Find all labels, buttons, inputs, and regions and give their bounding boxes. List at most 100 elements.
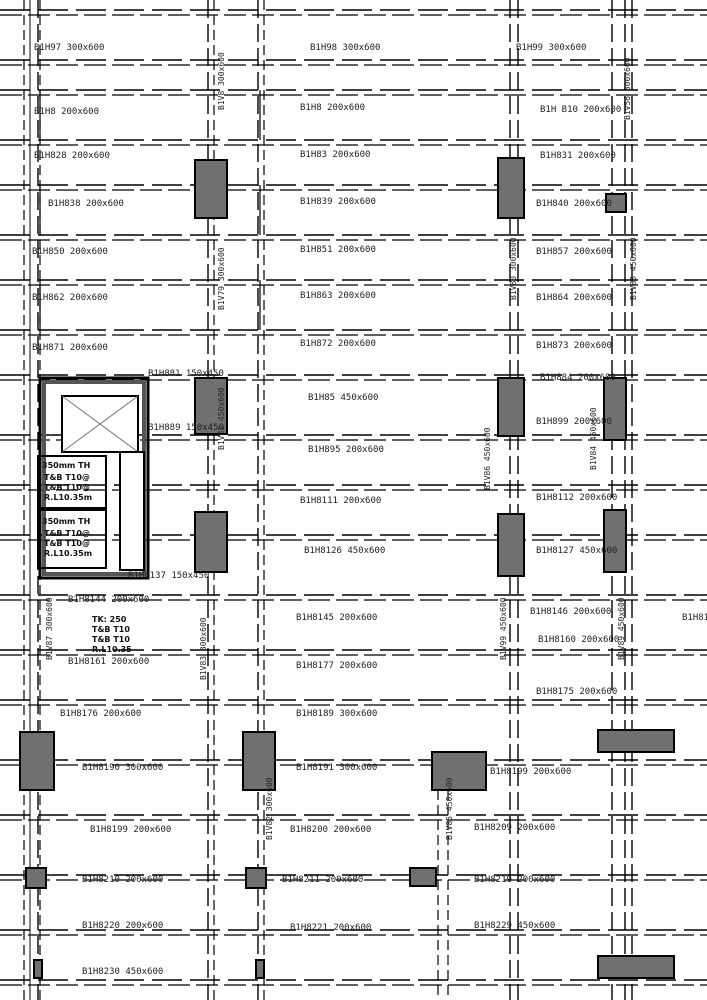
beam-label: B1H85 450x600 (308, 393, 378, 403)
beam-label: B1H851 200x600 (300, 245, 376, 255)
beam-label: B1H831 200x600 (540, 151, 616, 161)
vertical-beam-label: B1V99 450x600 (499, 597, 508, 660)
beam-label: B1H8127 450x600 (536, 546, 617, 556)
beam-label: B1H8190 300x600 (82, 763, 163, 773)
beam-label: B1H863 200x600 (300, 291, 376, 301)
beam-label: B1H8189 300x600 (296, 709, 377, 719)
slab-note: TK: 250 (92, 615, 127, 624)
beam-label: B1H8220 200x600 (82, 921, 163, 931)
beam-label: B1H8199 200x600 (90, 825, 171, 835)
column (597, 729, 675, 753)
beam-label: B1H8146 200x600 (530, 607, 611, 617)
beam-label: B1H873 200x600 (536, 341, 612, 351)
beam-label: B1H872 200x600 (300, 339, 376, 349)
beam-label: B1H8230 450x600 (82, 967, 163, 977)
column (245, 867, 267, 889)
vertical-beam-label: B1V86 450x600 (483, 427, 492, 490)
stair-note: T&B T10@ (44, 483, 90, 492)
beam-label: B1H884 200x600 (540, 373, 616, 383)
beam-label: B1H8229 450x600 (474, 921, 555, 931)
vertical-beam-label: B1V87 300x600 (45, 597, 54, 660)
beam-label: B1H895 200x600 (308, 445, 384, 455)
vertical-beam-label: B1V81 450x600 (217, 387, 226, 450)
column (497, 513, 525, 577)
stair-note: R.L10.35m (44, 549, 92, 558)
stair-note: T&B T10@ (44, 539, 90, 548)
column (603, 509, 627, 573)
column (194, 511, 228, 573)
beam-label: B1H828 200x600 (34, 151, 110, 161)
beam-label: B1H8161 200x600 (68, 657, 149, 667)
slab-note: T&B T10 (92, 625, 130, 634)
beam-label: B1H862 200x600 (32, 293, 108, 303)
beam-label: B1H83 200x600 (300, 150, 370, 160)
column (597, 955, 675, 979)
beam-label: B1H98 300x600 (310, 43, 380, 53)
beam-label: B1H8144 200x600 (68, 595, 149, 605)
beam-label: B1H8163 200x600 (682, 613, 707, 623)
stair-slab-2 (37, 509, 107, 569)
beam-label: B1H8219 200x600 (474, 875, 555, 885)
slab-note: T&B T10 (92, 635, 130, 644)
vertical-beam-label: B1V8 300x600 (217, 52, 226, 110)
vertical-beam-label: B1V79 300x600 (217, 247, 226, 310)
beam-label: B1H8112 200x600 (536, 493, 617, 503)
beam-label: B1H97 300x600 (34, 43, 104, 53)
stair-note: R.L10.35m (44, 493, 92, 502)
beam-label: B1H8211 200x600 (282, 875, 363, 885)
stair-note: T&B T10@ (44, 473, 90, 482)
beam-label: B1H8126 450x600 (304, 546, 385, 556)
beam-label: B1H8145 200x600 (296, 613, 377, 623)
column (605, 193, 627, 213)
vertical-beam-label: B1V85 450x600 (445, 777, 454, 840)
beam-label: B1H881 150x450 (148, 369, 224, 379)
vertical-beam-label: B1V88 450x600 (629, 237, 638, 300)
beam-label: B1H8137 150x450 (128, 571, 209, 581)
beam-label: B1H8191 300x600 (296, 763, 377, 773)
column (19, 731, 55, 791)
vertical-beam-label: B1V56 300x600 (623, 57, 632, 120)
slab-note: R.L10.35 (92, 645, 132, 654)
column (33, 959, 43, 979)
column (242, 731, 276, 791)
beam-label: B1H8176 200x600 (60, 709, 141, 719)
column (409, 867, 437, 887)
beam-label: B1H864 200x600 (536, 293, 612, 303)
beam-label: B1H8209 200x600 (474, 823, 555, 833)
beam-label: B1H871 200x600 (32, 343, 108, 353)
beam-label: B1H8177 200x600 (296, 661, 377, 671)
beam-label: B1H8111 200x600 (300, 496, 381, 506)
beam-label: B1H8 200x600 (300, 103, 365, 113)
column (25, 867, 47, 889)
beam-label: B1H8 200x600 (34, 107, 99, 117)
stair-note: 350mm TH (42, 461, 90, 470)
stair-note: T&B T10@ (44, 529, 90, 538)
beam-label: B1H838 200x600 (48, 199, 124, 209)
beam-label: B1H899 200x600 (536, 417, 612, 427)
vertical-beam-label: B1V83 300x600 (199, 617, 208, 680)
column (255, 959, 265, 979)
stair-note: 350mm TH (42, 517, 90, 526)
stair-slab-1 (37, 455, 107, 509)
beam-label: B1H8210 200x600 (82, 875, 163, 885)
beam-label: B1H8199 200x600 (490, 767, 571, 777)
vertical-beam-label: B1V82 300x600 (265, 777, 274, 840)
columns (19, 157, 675, 979)
column (603, 377, 627, 441)
beam-label: B1H840 200x600 (536, 199, 612, 209)
beam-label: B1H857 200x600 (536, 247, 612, 257)
column (194, 159, 228, 219)
beam-label: B1H8200 200x600 (290, 825, 371, 835)
vertical-beam-label: B1V84 450x600 (589, 407, 598, 470)
beam-label: B1H8221 200x600 (290, 923, 371, 933)
column (497, 157, 525, 219)
beam-label: B1H8175 200x600 (536, 687, 617, 697)
column (194, 377, 228, 435)
lift-core (37, 376, 150, 580)
beam-label: B1H8160 200x600 (538, 635, 619, 645)
beam-label: B1H850 200x600 (32, 247, 108, 257)
